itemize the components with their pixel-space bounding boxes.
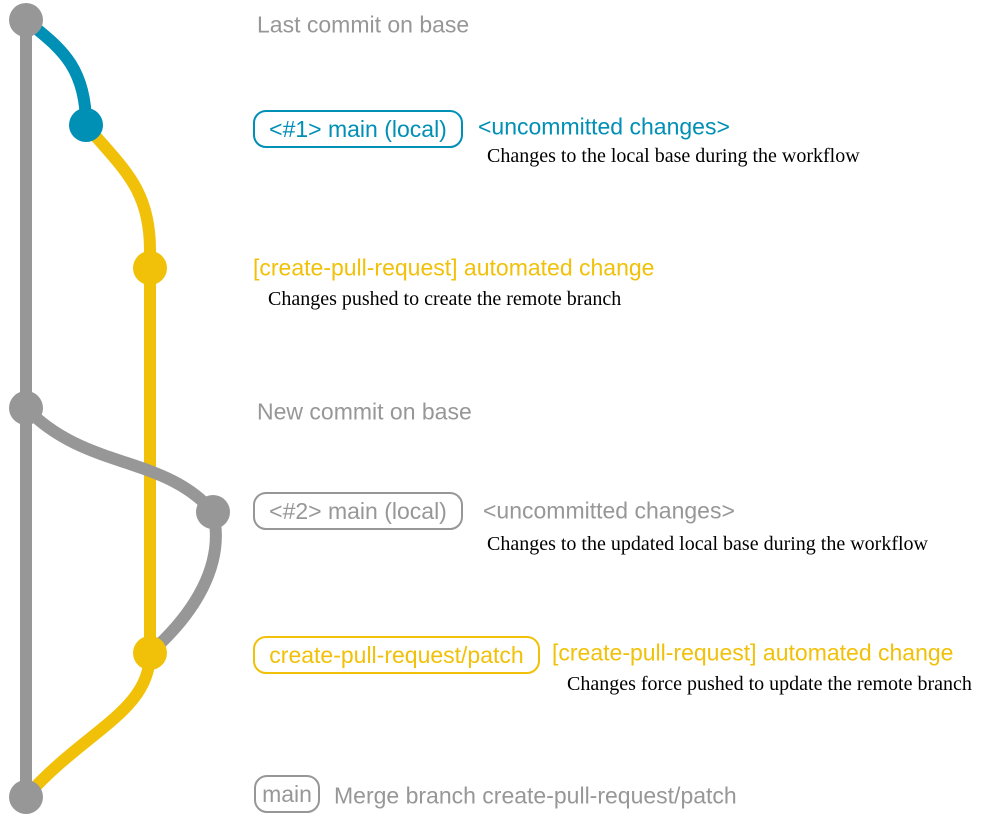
- branch-line-main-local-1: [20, 14, 92, 131]
- caption-automated-change-2: Changes force pushed to update the remot…: [567, 673, 972, 695]
- commit-message-automated-change-1: [create-pull-request] automated change: [253, 254, 655, 281]
- commit-message-uncommitted-2: <uncommitted changes>: [483, 497, 735, 524]
- branch-line-main-local-2-out: [20, 402, 219, 518]
- branch-label-main-local-1: <#1> main (local): [253, 110, 463, 148]
- branch-line-main-local-2-in: [144, 506, 222, 659]
- caption-automated-change-1: Changes pushed to create the remote bran…: [268, 288, 622, 310]
- branch-label-main-local-2: <#2> main (local): [253, 492, 463, 530]
- commit-graph: [9, 3, 230, 814]
- branch-label-patch: create-pull-request/patch: [253, 636, 540, 674]
- branch-label-main: main: [254, 775, 320, 813]
- commit-dot-merge: [9, 780, 43, 814]
- commit-dot-new-base: [9, 391, 43, 425]
- commit-dot-patch-2: [133, 636, 167, 670]
- commit-message-last-base: Last commit on base: [257, 11, 470, 38]
- commit-dot-patch-1: [133, 251, 167, 285]
- caption-uncommitted-1: Changes to the local base during the wor…: [487, 145, 860, 167]
- commit-message-new-base: New commit on base: [257, 398, 472, 425]
- commit-message-uncommitted-1: <uncommitted changes>: [478, 113, 730, 140]
- commit-dot-main-local-1: [69, 108, 103, 142]
- commit-message-automated-change-2: [create-pull-request] automated change: [552, 639, 954, 666]
- branch-line-patch-merge: [20, 647, 156, 803]
- commit-dot-main-local-2: [196, 495, 230, 529]
- caption-uncommitted-2: Changes to the updated local base during…: [487, 533, 928, 555]
- commit-message-merge: Merge branch create-pull-request/patch: [334, 782, 737, 809]
- commit-dot-last-base: [9, 3, 43, 37]
- branch-line-patch-upper: [80, 119, 156, 659]
